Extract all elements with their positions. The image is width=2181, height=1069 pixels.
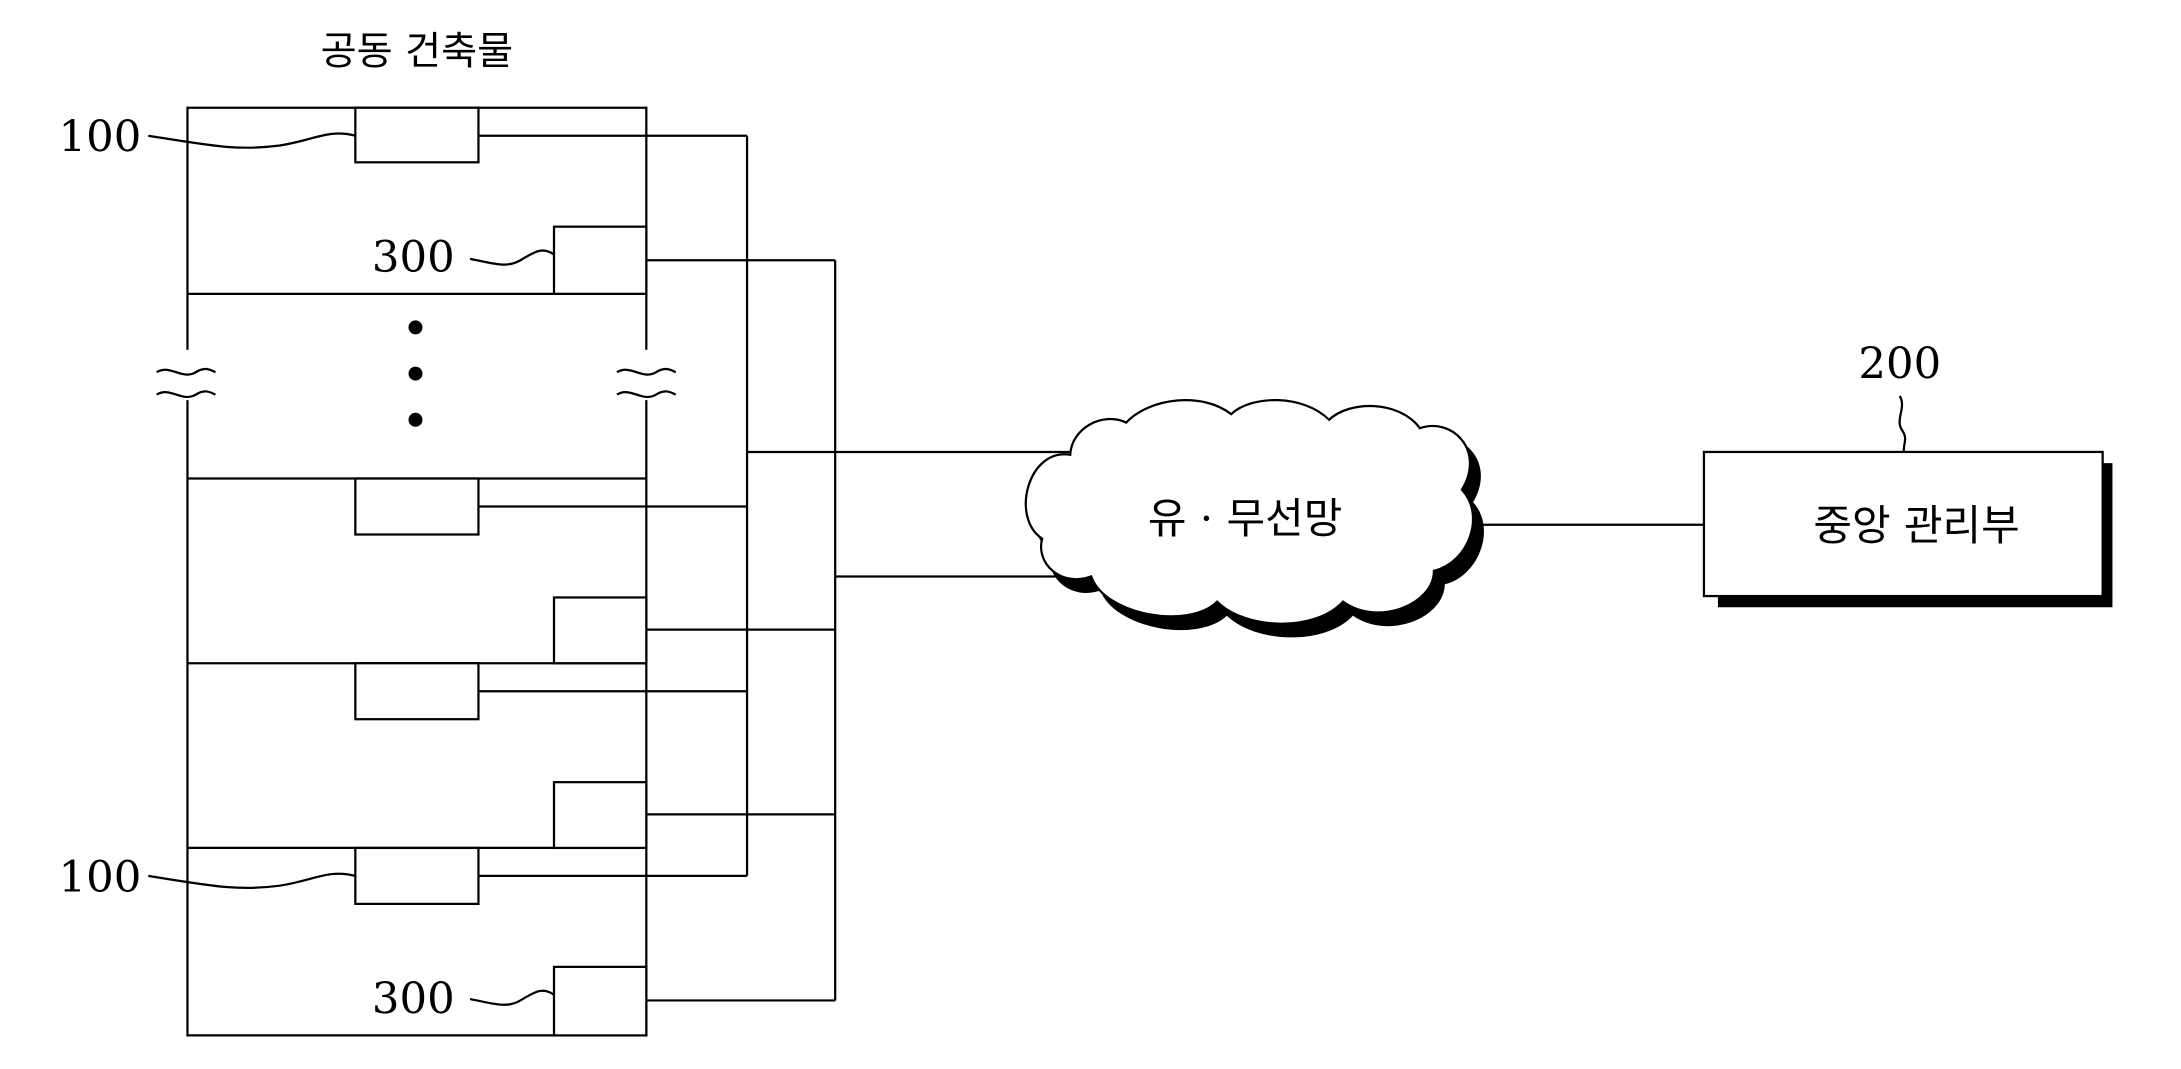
ellipsis-dots — [408, 320, 423, 427]
ref-label-300: 300 — [372, 974, 455, 1024]
break-mark-right — [616, 367, 677, 399]
ref-label-100: 100 — [59, 112, 142, 162]
central-manager-box — [1702, 450, 2113, 608]
leader-lines — [148, 132, 1907, 1006]
home-unit-box — [354, 106, 480, 164]
sensor-unit-box — [552, 965, 648, 1037]
home-unit-box — [354, 662, 480, 721]
break-mark-left — [156, 367, 216, 399]
central-manager-label: 중앙 관리부 — [1813, 501, 2019, 550]
network-cloud — [1024, 399, 1484, 638]
sensor-unit-wiring — [646, 259, 1078, 1002]
ref-label-200: 200 — [1858, 339, 1941, 389]
home-unit-box — [354, 846, 480, 906]
sensor-unit-box — [552, 225, 648, 295]
sensor-unit-box — [552, 781, 648, 850]
network-label: 유 · 무선망 — [1148, 494, 1342, 543]
ref-label-100: 100 — [59, 852, 142, 902]
building-title: 공동 건축물 — [321, 29, 514, 74]
home-unit-box — [354, 477, 480, 536]
home-unit-wiring — [478, 134, 1075, 878]
ref-label-300: 300 — [372, 232, 455, 282]
sensor-unit-box — [552, 596, 648, 665]
